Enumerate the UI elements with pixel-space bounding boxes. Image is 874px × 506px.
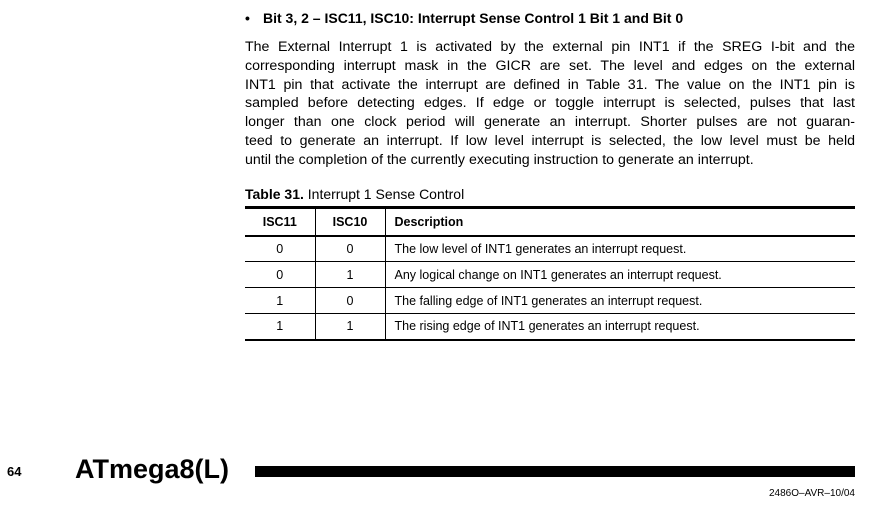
cell-isc11: 0 (245, 261, 316, 288)
cell-isc11: 1 (245, 287, 316, 314)
cell-isc10: 1 (314, 261, 386, 288)
cell-description: The rising edge of INT1 generates an int… (384, 313, 855, 341)
header-description: Description (384, 206, 855, 237)
sense-control-table: ISC11 ISC10 Description 0 0 The low leve… (245, 206, 855, 341)
paragraph-line: teed to generate an interrupt. If low le… (245, 132, 855, 149)
table-caption-number: Table 31. (245, 186, 304, 202)
footer-divider-bar (255, 466, 855, 477)
cell-isc10: 0 (314, 287, 386, 314)
header-isc10: ISC10 (314, 206, 386, 237)
paragraph-line: INT1 pin that activate the interrupt are… (245, 76, 855, 93)
cell-description: The low level of INT1 generates an inter… (384, 235, 855, 262)
cell-isc11: 1 (245, 313, 316, 341)
paragraph-line: The External Interrupt 1 is activated by… (245, 39, 855, 55)
paragraph-line: sampled before detecting edges. If edge … (245, 95, 855, 112)
section-heading-text: Bit 3, 2 – ISC11, ISC10: Interrupt Sense… (263, 10, 684, 26)
cell-description: The falling edge of INT1 generates an in… (384, 287, 855, 314)
table-header-row: ISC11 ISC10 Description (245, 206, 855, 237)
table-row: 1 0 The falling edge of INT1 generates a… (245, 287, 855, 314)
table-caption: Table 31. Interrupt 1 Sense Control (245, 185, 464, 203)
table-row: 0 1 Any logical change on INT1 generates… (245, 261, 855, 288)
cell-isc11: 0 (245, 235, 316, 262)
section-heading: • Bit 3, 2 – ISC11, ISC10: Interrupt Sens… (245, 9, 857, 27)
page-number: 64 (7, 464, 22, 479)
description-paragraph: The External Interrupt 1 is activated by… (245, 38, 855, 170)
bullet: • (245, 10, 250, 26)
table-row: 0 0 The low level of INT1 generates an i… (245, 235, 855, 262)
table-row: 1 1 The rising edge of INT1 generates an… (245, 313, 855, 341)
cell-isc10: 1 (314, 313, 386, 341)
paragraph-line: corresponding interrupt mask in the GICR… (245, 57, 855, 74)
product-name: ATmega8(L) (75, 454, 230, 484)
cell-description: Any logical change on INT1 generates an … (384, 261, 855, 288)
cell-isc10: 0 (314, 235, 386, 262)
table-caption-title: Interrupt 1 Sense Control (307, 186, 465, 202)
header-isc11: ISC11 (245, 206, 316, 237)
document-reference: 2486O–AVR–10/04 (769, 488, 855, 499)
paragraph-line: longer than one clock period will genera… (245, 114, 855, 131)
paragraph-line: until the completion of the currently ex… (245, 151, 754, 168)
